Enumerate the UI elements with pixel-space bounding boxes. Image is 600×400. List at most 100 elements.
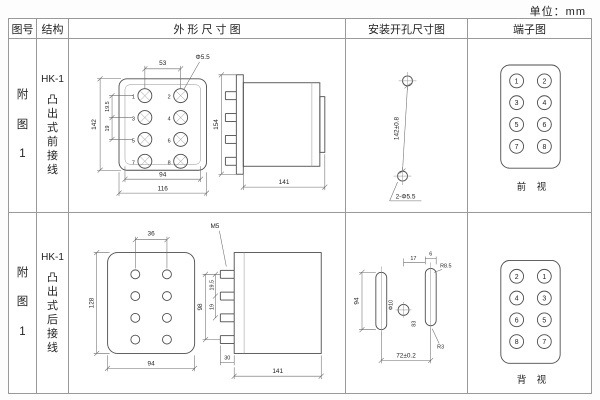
- dim-stud-length: 30: [220, 345, 235, 366]
- dim-slot-width-label: 6: [429, 252, 432, 258]
- dim-rear-side-depth: 141: [231, 355, 324, 380]
- dim-slot-offset: 17: [403, 256, 426, 267]
- dim-outer-width: 116: [116, 172, 210, 197]
- fig-char: 附: [16, 89, 29, 102]
- terminal-number: 7: [515, 144, 519, 151]
- dim-stud-pitch: 19.5 19: [209, 271, 219, 321]
- relay-rear-view: [107, 252, 196, 354]
- center-dist-label: 83: [411, 321, 417, 327]
- dim-rear-height: 128: [88, 249, 110, 357]
- radius-bottom-label: R3: [437, 344, 444, 350]
- terminal-number: 7: [542, 339, 546, 346]
- terminal-number: 2: [542, 78, 546, 85]
- row2-structure-cell: HK-1 凸 出 式 后 接 线: [37, 213, 69, 393]
- fig-char: 图: [16, 296, 29, 309]
- relay-front-view: [118, 78, 207, 171]
- header-mounting-dims: 安装开孔尺寸图: [346, 19, 468, 39]
- row2-outline-drawing: 36 128 94: [88, 223, 324, 380]
- spec-table: 图号 结构 外 形 尺 寸 图 安装开孔尺寸图 端子图 附 图 1 HK-1 凸…: [8, 18, 592, 394]
- hole-dia-label: Φ5.5: [196, 54, 211, 61]
- row2-terminal-cell: 2 1 4 3 6 5 8 7 背 视: [468, 213, 591, 393]
- callout-holes: 2-Φ5.5: [389, 181, 422, 202]
- dim-stud-pitch-b-label: 19: [209, 304, 215, 310]
- terminal-number: 8: [515, 339, 519, 346]
- dim-side-height: 154: [213, 72, 237, 177]
- structure-char: 接: [46, 150, 58, 162]
- dim-height-label: 142: [91, 119, 98, 130]
- structure-char: 线: [46, 164, 58, 176]
- screw-number: 8: [168, 160, 171, 166]
- radius-top-label: R8.5: [440, 263, 451, 269]
- terminal-number: 2: [515, 274, 519, 281]
- structure-char: 凸: [46, 94, 58, 106]
- screw-number: 7: [132, 160, 135, 166]
- callout-stud-thread: M5: [210, 223, 227, 267]
- mounting-slot-left: [375, 266, 388, 336]
- terminal-block-front: [500, 64, 561, 169]
- structure-char: 前: [46, 136, 58, 148]
- unit-label: 单位：mm: [529, 6, 586, 18]
- terminal-number: 6: [542, 122, 546, 129]
- dim-height: 142: [91, 76, 121, 173]
- terminal-numbers-rear: 2 1 4 3 6 5 8 7: [515, 274, 547, 346]
- holes-label: 2-Φ5.5: [396, 193, 416, 200]
- dim-slot-length-label: 94: [354, 297, 361, 305]
- structure-char: 出: [46, 285, 58, 298]
- dim-side-depth: 141: [240, 154, 328, 191]
- dim-top-width-label: 53: [159, 60, 167, 67]
- row1-fig-cell: 附 图 1: [9, 39, 37, 213]
- callout-hole-dia: Φ5.5: [183, 54, 211, 90]
- callout-radius-top: R8.5: [434, 263, 452, 273]
- dim-inner-width: 94: [122, 166, 204, 183]
- terminal-block-rear: [500, 260, 561, 364]
- dim-slot-length: 94: [354, 269, 376, 333]
- dim-slot-width: 6: [425, 252, 437, 265]
- dim-inner-width-label: 94: [159, 172, 167, 179]
- dim-top-width: 53: [142, 60, 184, 89]
- header-fig-no: 图号: [9, 19, 37, 39]
- structure-char: 线: [46, 341, 58, 354]
- row1-fig-label: 附 图 1: [17, 81, 29, 170]
- row2-outline-cell: 36 128 94: [69, 213, 346, 393]
- dim-rear-width-label: 94: [148, 360, 156, 367]
- screw-number: 5: [132, 138, 135, 144]
- terminal-number: 4: [542, 100, 546, 107]
- terminal-number: 1: [515, 78, 519, 85]
- dim-pitch-b-label: 19: [105, 125, 111, 131]
- row2-model: HK-1: [41, 251, 64, 263]
- terminal-number: 5: [515, 122, 519, 129]
- relay-side-view: [224, 74, 326, 175]
- screw-number: 3: [132, 117, 135, 123]
- row2-mounting-cell: 6 17 R8.5 94: [346, 213, 468, 393]
- terminal-number: 8: [542, 144, 546, 151]
- dim-slot-pitch-label: 72±0.2: [396, 352, 416, 359]
- row2-structure-label: HK-1 凸 出 式 后 接 线: [41, 251, 64, 354]
- terminal-number: 4: [515, 296, 519, 303]
- row1-structure-cell: HK-1 凸 出 式 前 接 线: [37, 39, 69, 213]
- fig-char: 附: [16, 266, 29, 279]
- front-view-label: 前 视: [517, 181, 550, 192]
- dim-row-pitch: 19.5 19: [105, 92, 133, 143]
- dim-stud-span-label: 36: [148, 231, 156, 238]
- dim-stud-length-label: 30: [224, 355, 230, 361]
- stud-thread-label: M5: [210, 223, 219, 230]
- screw-number: 1: [132, 95, 135, 101]
- screw-number: 6: [168, 138, 171, 144]
- structure-char: 凸: [46, 271, 58, 284]
- structure-char: 接: [46, 327, 58, 340]
- row1-outline-drawing: 1 2 3 4 5 6 7 8 53: [91, 54, 328, 197]
- fig-char: 1: [19, 148, 26, 161]
- terminal-number: 1: [542, 274, 546, 281]
- row2-fig-label: 附 图 1: [17, 259, 29, 348]
- structure-char: 式: [46, 299, 58, 312]
- dim-stud-pitch-a-label: 19.5: [209, 280, 215, 291]
- row1-terminal-cell: 1 2 3 4 5 6 7 8 前 视: [468, 39, 591, 213]
- screw-number: 2: [168, 95, 171, 101]
- terminal-number: 6: [515, 317, 519, 324]
- row1-outline-cell: 1 2 3 4 5 6 7 8 53: [69, 39, 346, 213]
- row1-terminal-drawing: 1 2 3 4 5 6 7 8 前 视: [500, 64, 561, 192]
- header-outline-dims: 外 形 尺 寸 图: [69, 19, 346, 39]
- fig-char: 1: [19, 325, 26, 338]
- callout-radius-bottom: R3: [431, 328, 444, 350]
- dim-stud-height-label: 98: [197, 303, 204, 311]
